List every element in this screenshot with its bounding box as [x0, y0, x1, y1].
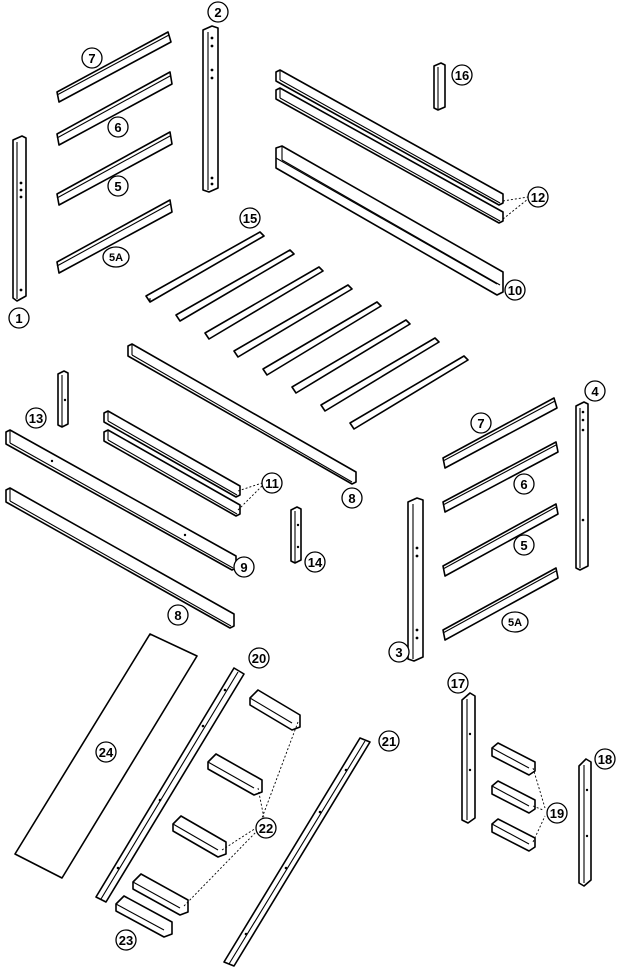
callout-7-right: 7	[470, 412, 492, 434]
part-7-top-rail-right	[442, 397, 558, 469]
part-19-step-3	[491, 818, 536, 852]
callout-12: 12	[527, 186, 549, 208]
callout-1: 1	[8, 307, 30, 329]
callout-14: 14	[304, 551, 326, 573]
part-23-step	[115, 895, 173, 938]
callout-4-label: 4	[591, 384, 599, 399]
part-16-block	[433, 62, 446, 111]
callout-11: 11	[261, 472, 283, 494]
callout-10: 10	[504, 279, 526, 301]
callout-2: 2	[207, 1, 229, 23]
part-10-channel-rail	[275, 145, 504, 296]
callout-21: 21	[378, 730, 400, 752]
callout-8-middle: 8	[341, 487, 363, 509]
callout-21-label: 21	[382, 734, 396, 749]
callout-6-left: 6	[107, 116, 129, 138]
callout-18: 18	[594, 748, 616, 770]
part-8-long-rail-middle	[127, 343, 357, 485]
callout-3-label: 3	[395, 645, 402, 660]
part-19-step-1	[491, 742, 536, 776]
callout-12-label: 12	[531, 190, 545, 205]
callout-22: 22	[255, 817, 277, 839]
callout-8-lower: 8	[167, 604, 189, 626]
part-19-step-2	[491, 780, 536, 814]
part-5a-rail-right	[442, 567, 559, 641]
callout-3: 3	[388, 641, 410, 663]
callout-5a-left-label: 5A	[109, 252, 123, 264]
callout-23-label: 23	[119, 933, 133, 948]
callout-10-label: 10	[508, 283, 522, 298]
callout-23: 23	[115, 929, 137, 951]
callout-8-lower-label: 8	[174, 608, 181, 623]
part-11-rail-lower	[103, 429, 241, 517]
part-18-post	[578, 758, 592, 887]
part-8-long-rail-lower	[5, 487, 235, 629]
callout-8-middle-label: 8	[348, 491, 355, 506]
part-5-rail-right	[442, 503, 559, 577]
part-5a-rail-left	[56, 199, 173, 274]
part-1-post	[12, 135, 27, 302]
part-22-step-3	[172, 815, 227, 858]
part-13-bracket	[57, 370, 69, 428]
part-5-rail-left	[56, 131, 173, 206]
part-6-rail-left	[56, 71, 173, 146]
callout-13-label: 13	[29, 411, 43, 426]
callout-20-label: 20	[252, 651, 266, 666]
callout-15: 15	[239, 207, 261, 229]
callout-16: 16	[451, 64, 473, 86]
callout-5-left: 5	[107, 175, 129, 197]
callout-6-left-label: 6	[114, 120, 121, 135]
callout-17-label: 17	[451, 676, 465, 691]
callout-6-right: 6	[513, 473, 535, 495]
part-22-step-1	[249, 689, 301, 731]
callout-18-label: 18	[598, 752, 612, 767]
callout-9: 9	[233, 556, 255, 578]
callout-19: 19	[546, 802, 568, 824]
callout-16-label: 16	[455, 68, 469, 83]
part-14-bracket	[290, 506, 302, 564]
part-17-post	[461, 692, 476, 824]
part-3-post	[407, 497, 424, 662]
part-22-step-4	[132, 873, 189, 916]
part-7-top-rail-left	[56, 31, 172, 103]
callout-5a-right-label: 5A	[508, 617, 522, 629]
callout-19-label: 19	[550, 806, 564, 821]
callout-9-label: 9	[240, 560, 247, 575]
callout-6-right-label: 6	[520, 477, 527, 492]
part-11-rail-upper	[103, 410, 241, 498]
callout-2-label: 2	[214, 5, 221, 20]
part-12-long-rail-upper	[275, 69, 504, 206]
callout-24-label: 24	[99, 745, 114, 760]
callout-5a-right: 5A	[501, 611, 529, 633]
callout-7-left: 7	[81, 47, 103, 69]
callout-7-right-label: 7	[477, 416, 484, 431]
callout-5-right-label: 5	[520, 538, 527, 553]
callout-5a-left: 5A	[102, 246, 130, 268]
callout-13: 13	[25, 407, 47, 429]
leader-lines	[183, 196, 546, 907]
part-15-slats	[145, 231, 469, 430]
part-21-ladder-rail	[223, 737, 371, 967]
part-22-step-2	[207, 753, 263, 796]
callout-5-right: 5	[513, 534, 535, 556]
part-6-rail-right	[442, 441, 559, 513]
part-20-ladder-rail	[95, 667, 245, 903]
part-2-post	[202, 25, 219, 193]
callout-4: 4	[584, 380, 606, 402]
callout-5-left-label: 5	[114, 179, 121, 194]
callout-20: 20	[248, 647, 270, 669]
callout-7-left-label: 7	[88, 51, 95, 66]
callout-14-label: 14	[308, 555, 323, 570]
part-12-long-rail-lower	[275, 87, 504, 224]
callout-22-label: 22	[259, 821, 273, 836]
callout-24: 24	[95, 741, 117, 763]
callout-15-label: 15	[243, 211, 257, 226]
callout-11-label: 11	[265, 476, 279, 491]
part-4-post	[575, 401, 589, 571]
callout-17: 17	[447, 672, 469, 694]
callout-1-label: 1	[15, 311, 22, 326]
